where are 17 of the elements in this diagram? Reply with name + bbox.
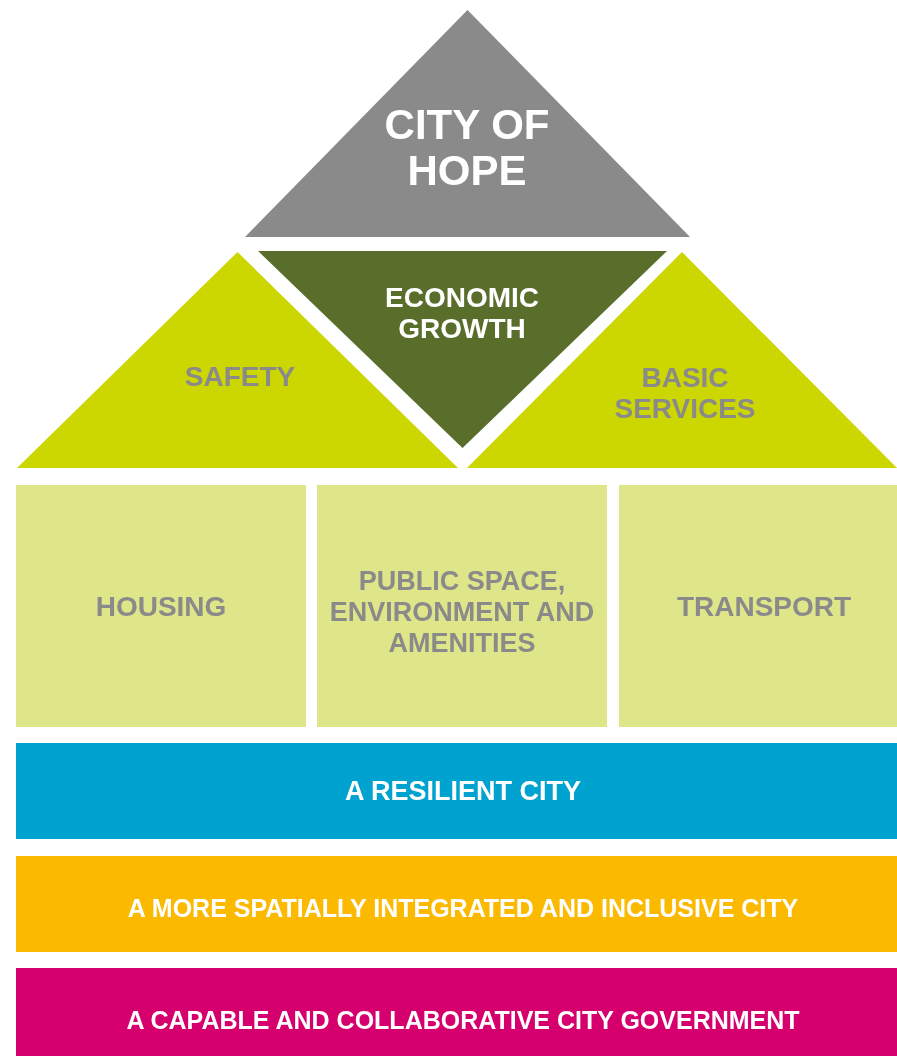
block-label: PUBLIC SPACE, ENVIRONMENT AND AMENITIES xyxy=(328,565,596,659)
block-label: A MORE SPATIALLY INTEGRATED AND INCLUSIVE CITY xyxy=(126,892,800,924)
foundation-band xyxy=(16,856,897,952)
foundation-band xyxy=(16,968,897,1056)
block-label: A CAPABLE AND COLLABORATIVE CITY GOVERNMENT xyxy=(125,1004,801,1036)
block-label: HOUSING xyxy=(94,590,228,622)
focus-block xyxy=(16,485,306,727)
roof-triangle xyxy=(245,10,690,237)
block-label: CITY OF HOPE xyxy=(383,102,551,194)
block-label: SAFETY xyxy=(183,360,297,392)
foundation-band xyxy=(16,743,897,839)
focus-block xyxy=(317,485,607,727)
focus-block xyxy=(619,485,897,727)
block-label: A RESILIENT CITY xyxy=(344,775,582,807)
block-label: BASIC SERVICES xyxy=(613,362,757,424)
block-label: TRANSPORT xyxy=(675,590,853,622)
block-label: ECONOMIC GROWTH xyxy=(384,282,540,344)
